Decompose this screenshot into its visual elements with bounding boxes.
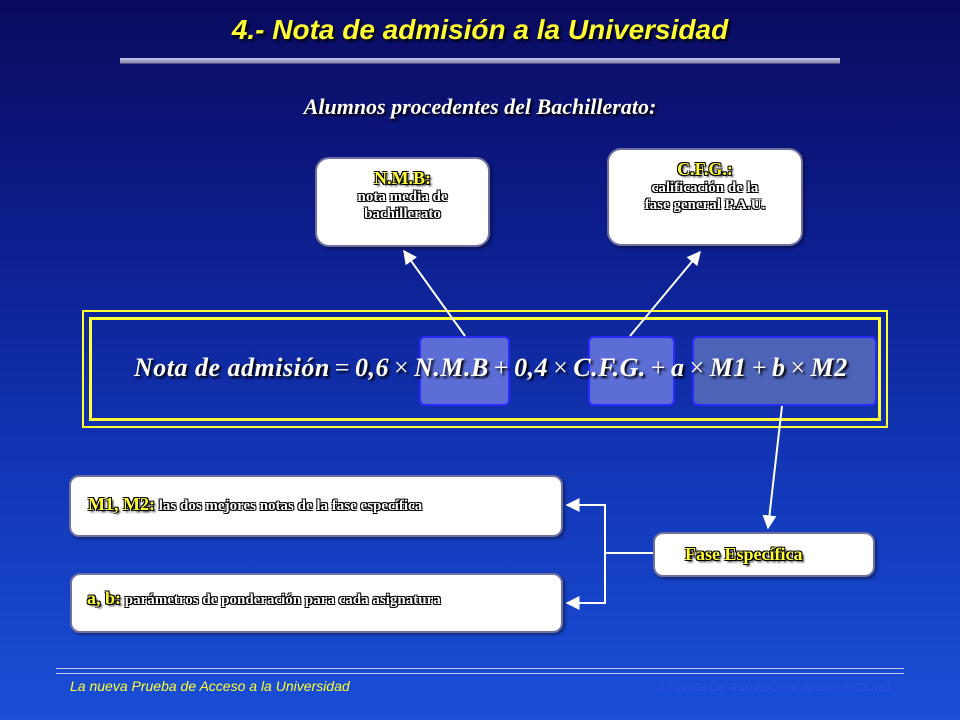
formula-times3: × xyxy=(689,353,705,382)
callout-cfg-heading: C.F.G.: xyxy=(677,159,733,179)
info-m-heading: M1, M2: xyxy=(88,494,155,514)
info-box-a-b: a, b: parámetros de ponderación para cad… xyxy=(70,573,563,633)
callout-nmb-line1: nota media de xyxy=(357,188,448,205)
highlight-nmb xyxy=(419,336,510,406)
formula-frame-outer xyxy=(82,310,888,428)
formula-term-cfg: C.F.G. xyxy=(573,353,646,382)
callout-nmb: N.M.B: nota media de bachillerato xyxy=(315,157,490,247)
info-m-text: las dos mejores notas de la fase específ… xyxy=(154,498,423,514)
callout-cfg-line1: calificación de la xyxy=(651,179,759,196)
arrow-to-cfg xyxy=(629,250,701,337)
highlight-cfg xyxy=(588,336,675,406)
slide-subtitle: Alumnos procedentes del Bachillerato: xyxy=(303,94,657,119)
callout-nmb-line2: bachillerato xyxy=(364,205,441,222)
info-ab-heading: a, b: xyxy=(87,588,122,608)
slide-title: 4.- Nota de admisión a la Universidad xyxy=(231,14,729,45)
bracket-to-ab xyxy=(565,553,606,610)
footer-left: La nueva Prueba de Acceso a la Universid… xyxy=(70,678,350,694)
formula-frame-inner xyxy=(89,317,881,421)
bracket-to-m xyxy=(565,498,606,553)
footer-rule xyxy=(56,668,904,674)
arrow-to-fase xyxy=(762,405,783,530)
formula-term-m2: M2 xyxy=(810,353,848,382)
arrow-to-nmb xyxy=(403,249,466,337)
fase-especifica-label: Fase Específica xyxy=(685,544,803,564)
callout-cfg: C.F.G.: calificación de la fase general … xyxy=(607,148,803,246)
formula-times4: × xyxy=(790,353,806,382)
callout-nmb-heading: N.M.B: xyxy=(374,168,431,188)
formula-term-nmb: N.M.B xyxy=(414,353,489,382)
formula-lhs: Nota de admisión xyxy=(134,353,330,382)
formula-times2: × xyxy=(553,353,569,382)
title-underline xyxy=(120,58,840,64)
info-box-m1-m2: M1, M2: las dos mejores notas de la fase… xyxy=(69,475,563,537)
formula-coef2: 0,4 xyxy=(514,353,549,382)
formula: Nota de admisión=0,6×N.M.B+0,4×C.F.G.+a×… xyxy=(134,353,848,393)
info-ab-text: parámetros de ponderación para cada asig… xyxy=(121,592,441,608)
formula-plus1: + xyxy=(493,353,510,382)
formula-term-b: b xyxy=(771,353,786,382)
formula-term-m1: M1 xyxy=(709,353,747,382)
formula-plus2: + xyxy=(650,353,667,382)
formula-coef1: 0,6 xyxy=(354,353,389,382)
formula-term-a: a xyxy=(671,353,685,382)
footer-right: 4.- Nota de admisión a la Universidad xyxy=(656,678,890,694)
callout-cfg-line2: fase general P.A.U. xyxy=(644,196,766,213)
highlight-specific xyxy=(692,336,877,406)
fase-especifica-box: Fase Específica xyxy=(653,532,875,577)
formula-equals: = xyxy=(334,353,350,382)
formula-times1: × xyxy=(393,353,410,382)
formula-plus3: + xyxy=(751,353,767,382)
